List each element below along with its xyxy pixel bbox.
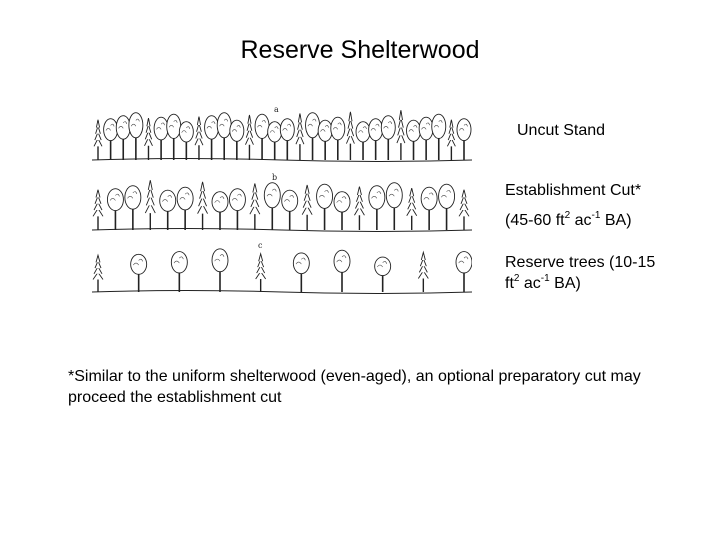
establishment-cut-row [92,180,472,231]
stand-illustration: a b c [92,100,472,300]
panel-letter-b: b [272,173,277,182]
reserve-trees-row [92,249,472,294]
panel-letter-c: c [258,241,263,250]
label-establishment-basal-area: (45-60 ft2 ac-1 BA) [505,210,632,231]
label-establishment-cut: Establishment Cut* [505,180,641,201]
page-title: Reserve Shelterwood [0,36,720,65]
footnote: *Similar to the uniform shelterwood (eve… [68,366,688,408]
panel-letter-a: a [274,105,279,114]
label-reserve-trees: Reserve trees (10-15 ft2 ac-1 BA) [505,252,665,294]
uncut-stand-row [92,110,472,161]
label-uncut-stand: Uncut Stand [517,120,605,141]
